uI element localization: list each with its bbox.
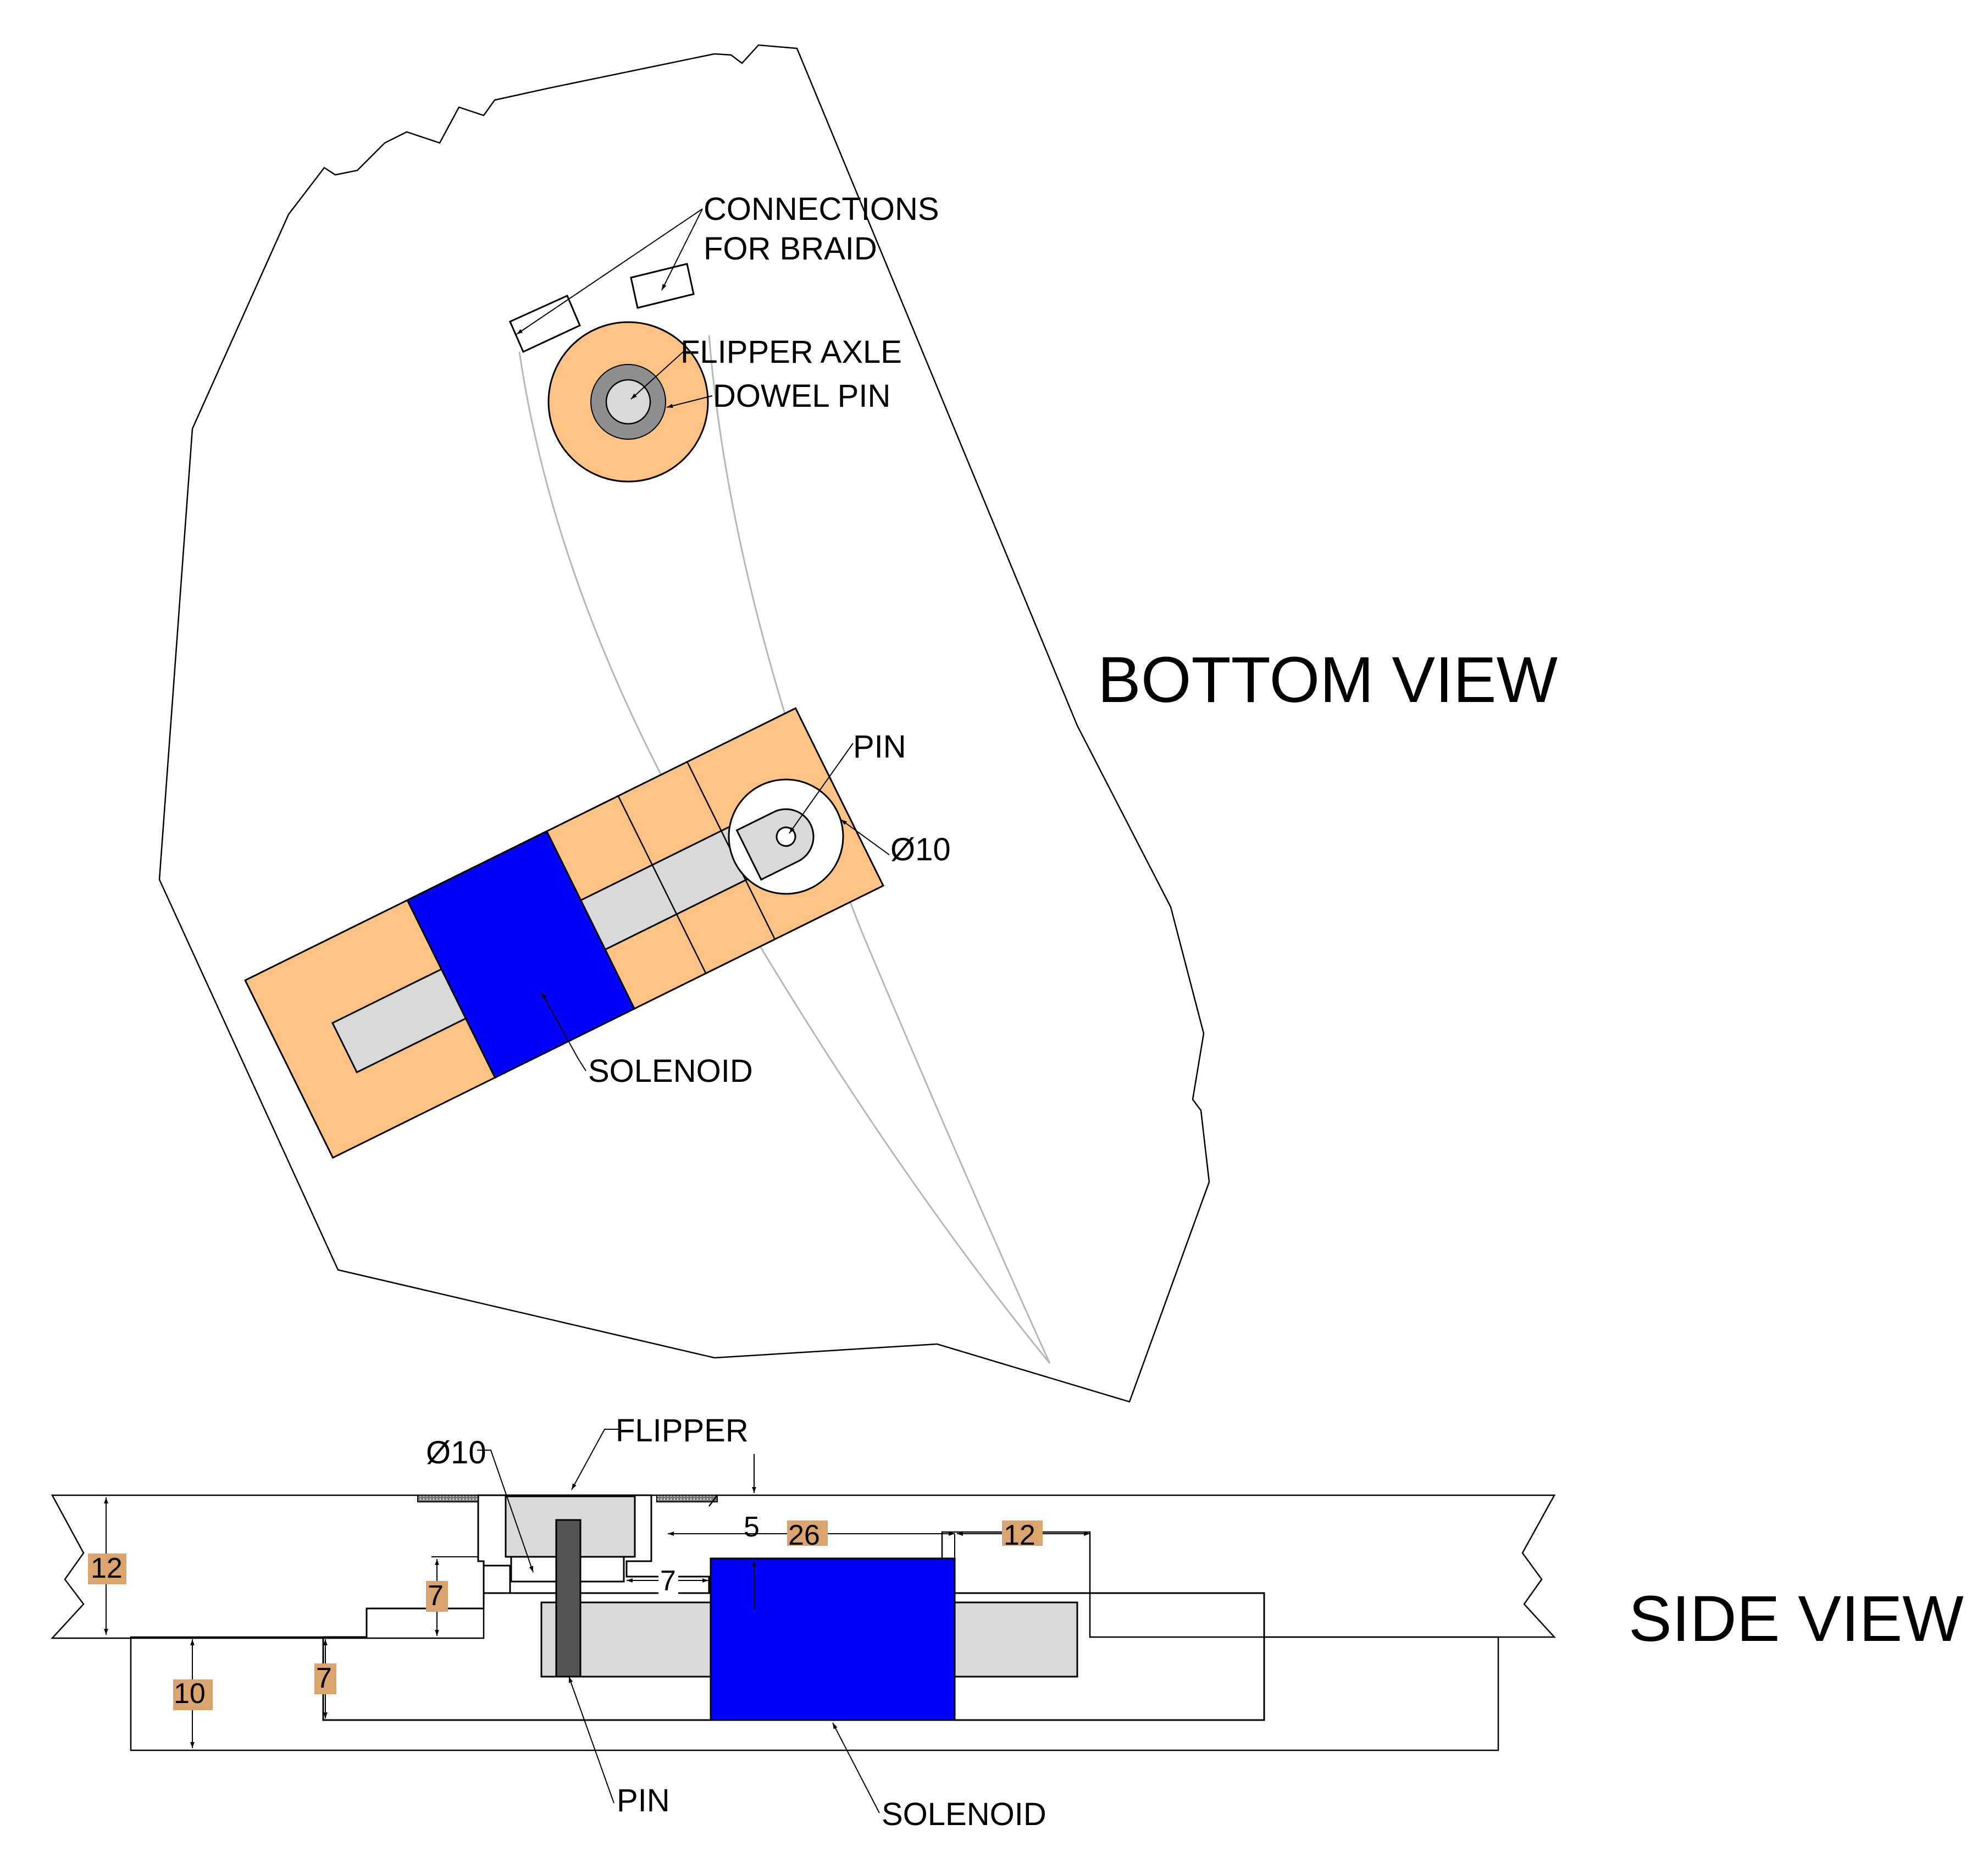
label-dowel-pin: DOWEL PIN <box>713 378 890 414</box>
braid-connection-tab-right <box>630 263 695 309</box>
dim-recess-depth: 7 <box>428 1580 444 1612</box>
dim-board-thickness: 12 <box>91 1552 123 1584</box>
bottom-view: CONNECTIONS FOR BRAID FLIPPER AXLE DOWEL… <box>158 44 1558 1403</box>
dim-solenoid-length: 26 <box>788 1519 820 1551</box>
braid-strip-left <box>417 1495 479 1502</box>
dim-plunger-travel: 12 <box>1004 1519 1035 1551</box>
solenoid-mount-assembly <box>244 707 885 1159</box>
braid-strip-right <box>656 1495 718 1502</box>
label-diameter-bottom: Ø10 <box>890 832 951 867</box>
dim-pin-to-solenoid: 7 <box>660 1565 676 1597</box>
label-for-braid: FOR BRAID <box>704 231 877 267</box>
label-pin-side: PIN <box>617 1783 670 1818</box>
dim-cavity-depth: 7 <box>316 1662 332 1694</box>
dim-base-thickness: 10 <box>174 1678 206 1710</box>
solenoid-side <box>710 1557 956 1721</box>
braid-connection-tab-left <box>509 295 581 353</box>
dim-top-gap: 5 <box>744 1511 760 1543</box>
bottom-view-title: BOTTOM VIEW <box>1098 644 1558 716</box>
label-pin-bottom: PIN <box>853 729 906 765</box>
label-solenoid-side: SOLENOID <box>882 1796 1046 1832</box>
flipper-axle <box>605 379 651 425</box>
playfield-board <box>158 44 1210 1403</box>
side-view-title: SIDE VIEW <box>1629 1583 1964 1655</box>
label-flipper-axle: FLIPPER AXLE <box>680 334 902 370</box>
label-solenoid-bottom: SOLENOID <box>588 1053 753 1089</box>
solenoid-body <box>406 830 636 1079</box>
pin-side <box>555 1519 582 1678</box>
label-flipper: FLIPPER <box>616 1413 749 1449</box>
label-diameter-side: Ø10 <box>426 1435 486 1470</box>
side-view: 12 7 10 7 5 26 12 7 <box>51 1413 1964 1832</box>
label-connections: CONNECTIONS <box>704 191 939 227</box>
